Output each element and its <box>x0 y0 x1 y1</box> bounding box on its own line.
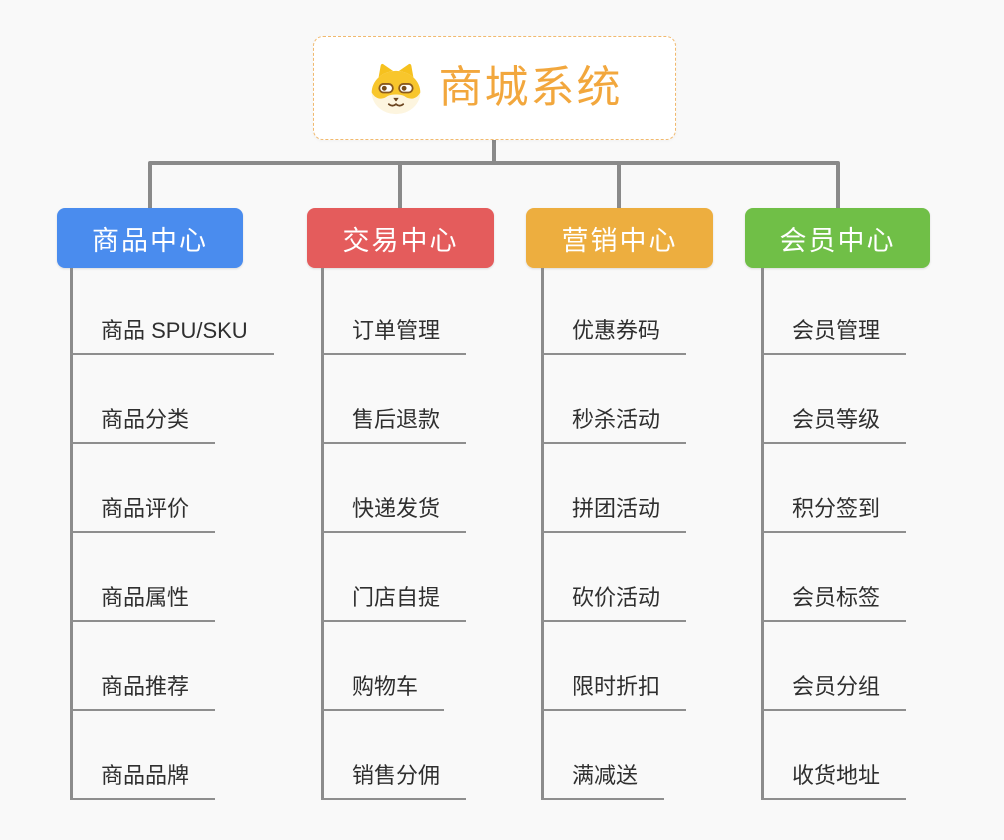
branch-node-product-center[interactable]: 商品中心 <box>57 208 243 268</box>
leaf-node[interactable]: 商品评价 <box>70 497 216 533</box>
root-node[interactable]: 商城系统 <box>313 36 676 140</box>
leaf-node[interactable]: 会员分组 <box>761 675 907 711</box>
leaf-node[interactable]: 订单管理 <box>321 319 467 355</box>
leaf-node[interactable]: 积分签到 <box>761 497 907 533</box>
leaf-node[interactable]: 商品分类 <box>70 408 216 444</box>
leaf-node[interactable]: 商品属性 <box>70 586 216 622</box>
leaf-node[interactable]: 会员管理 <box>761 319 907 355</box>
leaf-node[interactable]: 限时折扣 <box>541 675 687 711</box>
leaf-node[interactable]: 门店自提 <box>321 586 467 622</box>
shiba-dog-icon <box>367 61 425 115</box>
leaf-node[interactable]: 快递发货 <box>321 497 467 533</box>
root-title: 商城系统 <box>438 63 623 112</box>
leaf-node[interactable]: 砍价活动 <box>541 586 687 622</box>
leaf-node[interactable]: 商品推荐 <box>70 675 216 711</box>
branch-trunk-line <box>541 268 544 800</box>
leaf-node[interactable]: 商品 SPU/SKU <box>70 319 274 355</box>
branch-trunk-line <box>321 268 324 800</box>
leaf-node[interactable]: 会员等级 <box>761 408 907 444</box>
connector-drop-branch-1 <box>148 163 152 208</box>
leaf-node[interactable]: 秒杀活动 <box>541 408 687 444</box>
connector-root-stem <box>492 139 496 163</box>
leaf-node[interactable]: 会员标签 <box>761 586 907 622</box>
leaf-node[interactable]: 优惠券码 <box>541 319 687 355</box>
branch-node-member-center[interactable]: 会员中心 <box>745 208 930 268</box>
leaf-node[interactable]: 拼团活动 <box>541 497 687 533</box>
leaf-node[interactable]: 收货地址 <box>761 764 907 800</box>
connector-drop-branch-3 <box>617 163 621 208</box>
leaf-node[interactable]: 销售分佣 <box>321 764 467 800</box>
branch-trunk-line <box>70 268 73 800</box>
leaf-node[interactable]: 购物车 <box>321 675 445 711</box>
leaf-node[interactable]: 商品品牌 <box>70 764 216 800</box>
connector-drop-branch-2 <box>398 163 402 208</box>
branch-node-trade-center[interactable]: 交易中心 <box>307 208 494 268</box>
branch-node-marketing-center[interactable]: 营销中心 <box>526 208 713 268</box>
leaf-node[interactable]: 售后退款 <box>321 408 467 444</box>
connector-horizontal-bar <box>148 161 840 165</box>
branch-trunk-line <box>761 268 764 800</box>
connector-drop-branch-4 <box>836 163 840 208</box>
leaf-node[interactable]: 满减送 <box>541 764 665 800</box>
